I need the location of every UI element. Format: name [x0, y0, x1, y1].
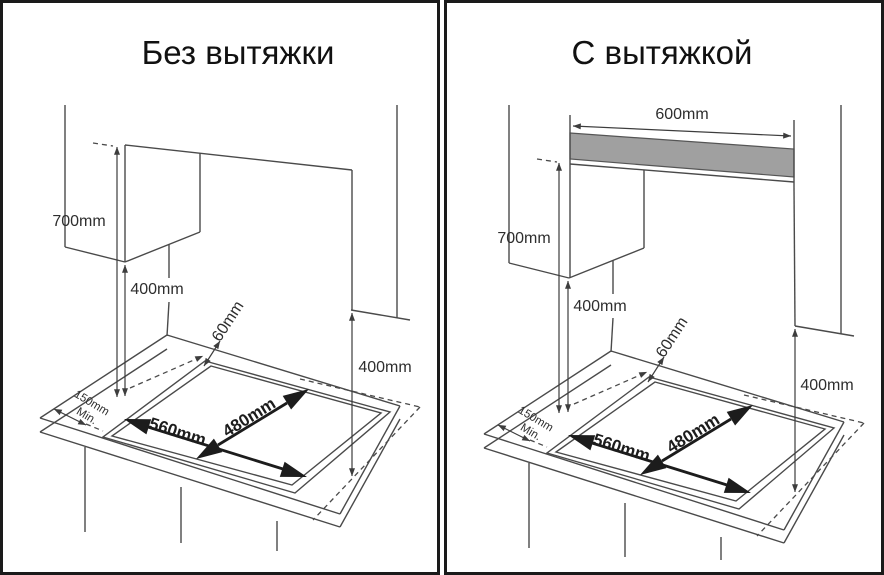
- label-700mm: 700mm: [497, 230, 550, 247]
- cutout-outline: [545, 376, 836, 510]
- label-400mm-right: 400mm: [800, 377, 853, 394]
- label-480mm: 480mm: [219, 394, 279, 441]
- label-560mm: 560mm: [591, 430, 653, 466]
- cutout-depth-arrow: [640, 405, 753, 475]
- without-hood-drawing: Без вытяжки: [39, 34, 421, 551]
- wall-and-cabinet-lines: [508, 105, 855, 353]
- label-60mm: 60mm: [653, 314, 691, 361]
- label-560mm: 560mm: [147, 414, 209, 450]
- wall-and-cabinet-lines: [64, 105, 411, 337]
- label-600mm: 600mm: [655, 106, 708, 123]
- label-400mm-cabinet: 400mm: [573, 298, 626, 315]
- panel-with-hood: С вытяжкой: [444, 0, 884, 575]
- label-700mm: 700mm: [52, 213, 105, 230]
- hob-dashed-outline: [85, 355, 421, 521]
- dimension-lines: [497, 158, 798, 493]
- hood-body: [569, 132, 795, 178]
- countertop-outline: [483, 350, 845, 560]
- with-hood-drawing: С вытяжкой: [483, 34, 865, 560]
- label-60mm: 60mm: [209, 298, 247, 345]
- panel-without-hood: Без вытяжки: [0, 0, 440, 575]
- dimension-labels: 700mm 400mm 60mm 150mm Min. 560mm 480mm …: [52, 213, 411, 450]
- panel-title: Без вытяжки: [142, 34, 335, 71]
- label-480mm: 480mm: [663, 410, 723, 457]
- label-400mm-right: 400mm: [358, 359, 411, 376]
- dimension-lines: [53, 142, 355, 477]
- cutout-depth-arrow: [196, 389, 309, 459]
- label-400mm-cabinet: 400mm: [130, 281, 183, 298]
- cutout-outline: [101, 360, 392, 494]
- hob-dashed-outline: [529, 371, 865, 537]
- cooker-hood: [569, 123, 795, 183]
- panel-title: С вытяжкой: [572, 34, 753, 71]
